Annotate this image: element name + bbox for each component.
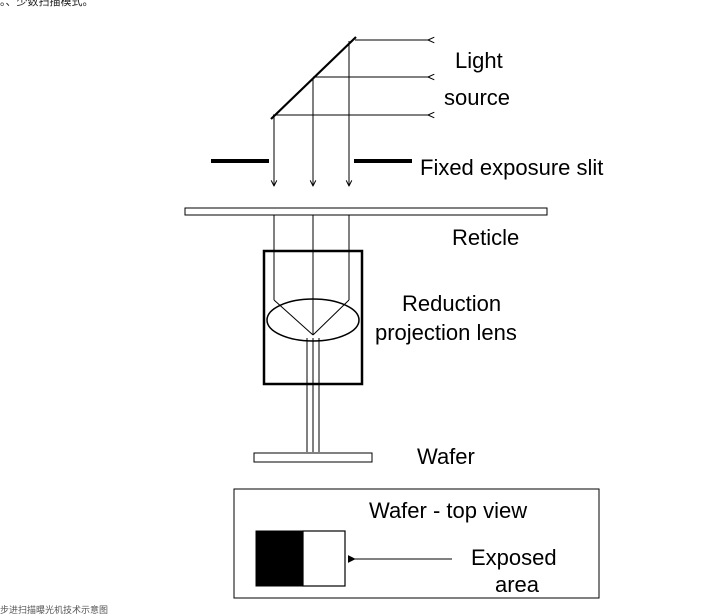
label-area: area (495, 572, 540, 597)
label-source: source (444, 85, 510, 110)
label-projection-lens: projection lens (375, 320, 517, 345)
converging-rays (273, 290, 350, 336)
reticle-plate (184, 207, 548, 216)
label-fixed-exposure-slit: Fixed exposure slit (420, 155, 603, 180)
exposed-area-filled (255, 530, 304, 587)
label-wafer-top-view: Wafer - top view (369, 498, 527, 523)
label-reticle: Reticle (452, 225, 519, 250)
converge-right (312, 299, 350, 336)
label-exposed: Exposed (471, 545, 557, 570)
wafer-top-view-box (233, 488, 600, 599)
light-rays-down (274, 41, 349, 186)
slit-blade-left (211, 159, 269, 163)
wafer (253, 452, 373, 463)
slit-blade-right (354, 159, 412, 163)
unexposed-area (302, 530, 346, 587)
top-caption: 。、少数扫描模式。 (0, 0, 94, 8)
output-beam (306, 338, 320, 452)
label-reduction: Reduction (402, 291, 501, 316)
rays-to-lens (273, 215, 350, 300)
converge-left (273, 299, 314, 336)
label-wafer: Wafer (417, 444, 475, 469)
light-rays-incoming (273, 40, 428, 115)
label-light: Light (455, 48, 503, 73)
bottom-caption: 步进扫描曝光机技术示意图 (0, 606, 109, 616)
